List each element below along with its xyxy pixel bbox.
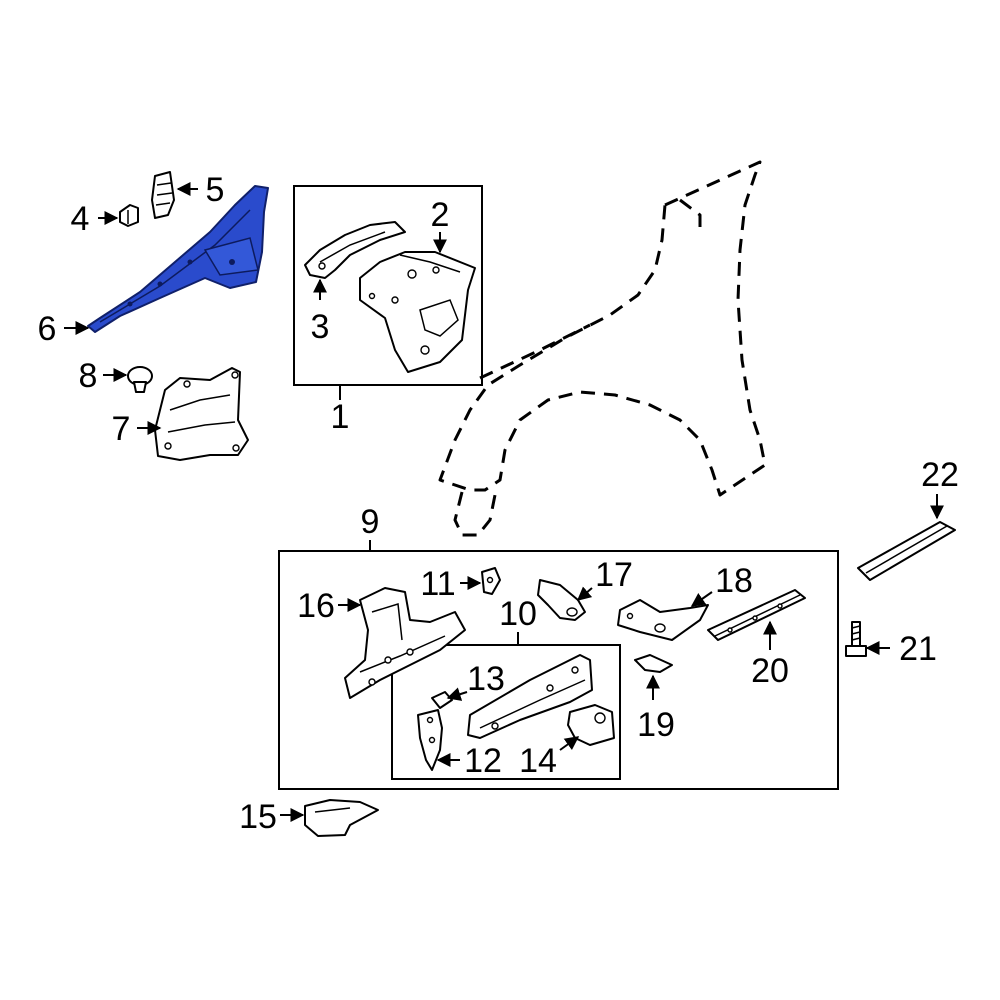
callout-7: 7 xyxy=(112,410,131,448)
callout-4: 4 xyxy=(71,200,90,238)
callout-17: 17 xyxy=(595,556,633,594)
group-10-box xyxy=(391,644,621,780)
part-3-bracket xyxy=(304,221,406,279)
callout-11: 11 xyxy=(420,565,455,603)
part-6-apron-reinforcement xyxy=(87,185,269,333)
part-12-bracket xyxy=(417,709,443,771)
callout-19: 19 xyxy=(637,706,675,744)
part-21-bolt xyxy=(845,621,867,657)
part-2-housing xyxy=(359,251,476,373)
callout-3: 3 xyxy=(311,308,330,346)
callout-14: 14 xyxy=(519,742,557,780)
group-1-box xyxy=(293,185,483,386)
callout-21: 21 xyxy=(899,630,937,668)
callout-8: 8 xyxy=(79,357,98,395)
callout-16: 16 xyxy=(297,587,335,625)
callout-10: 10 xyxy=(499,595,537,633)
callout-22: 22 xyxy=(921,456,959,494)
callout-6: 6 xyxy=(38,310,57,348)
fender-outline xyxy=(438,160,767,537)
part-7-splash-shield xyxy=(154,367,249,461)
part-19-bracket xyxy=(634,654,673,673)
part-18-extension xyxy=(617,599,709,641)
part-10-rail xyxy=(467,654,593,739)
part-15-bracket xyxy=(304,799,379,837)
part-13-clip xyxy=(431,691,453,709)
callout-12: 12 xyxy=(464,742,502,780)
callout-2: 2 xyxy=(431,196,450,234)
part-5-bracket xyxy=(151,171,175,219)
callout-15: 15 xyxy=(239,798,277,836)
callout-20: 20 xyxy=(751,652,789,690)
callout-9: 9 xyxy=(361,503,380,541)
part-8-push-clip xyxy=(127,366,153,393)
part-4-clip xyxy=(119,204,139,227)
group-9-box xyxy=(278,550,839,790)
callout-18: 18 xyxy=(715,562,753,600)
callout-13: 13 xyxy=(467,660,505,698)
part-11-clip xyxy=(481,567,501,595)
leader-lines xyxy=(64,182,944,822)
part-16-rail-bracket xyxy=(344,587,466,699)
callout-labels: 1 2 3 4 5 6 7 8 9 10 11 12 13 14 15 16 1… xyxy=(38,171,959,836)
part-17-bracket xyxy=(537,579,586,621)
callout-5: 5 xyxy=(206,171,225,209)
callout-1: 1 xyxy=(331,398,350,436)
part-22-sill-strip xyxy=(857,521,956,581)
part-20-rail xyxy=(707,589,806,641)
part-14-block xyxy=(567,704,615,746)
